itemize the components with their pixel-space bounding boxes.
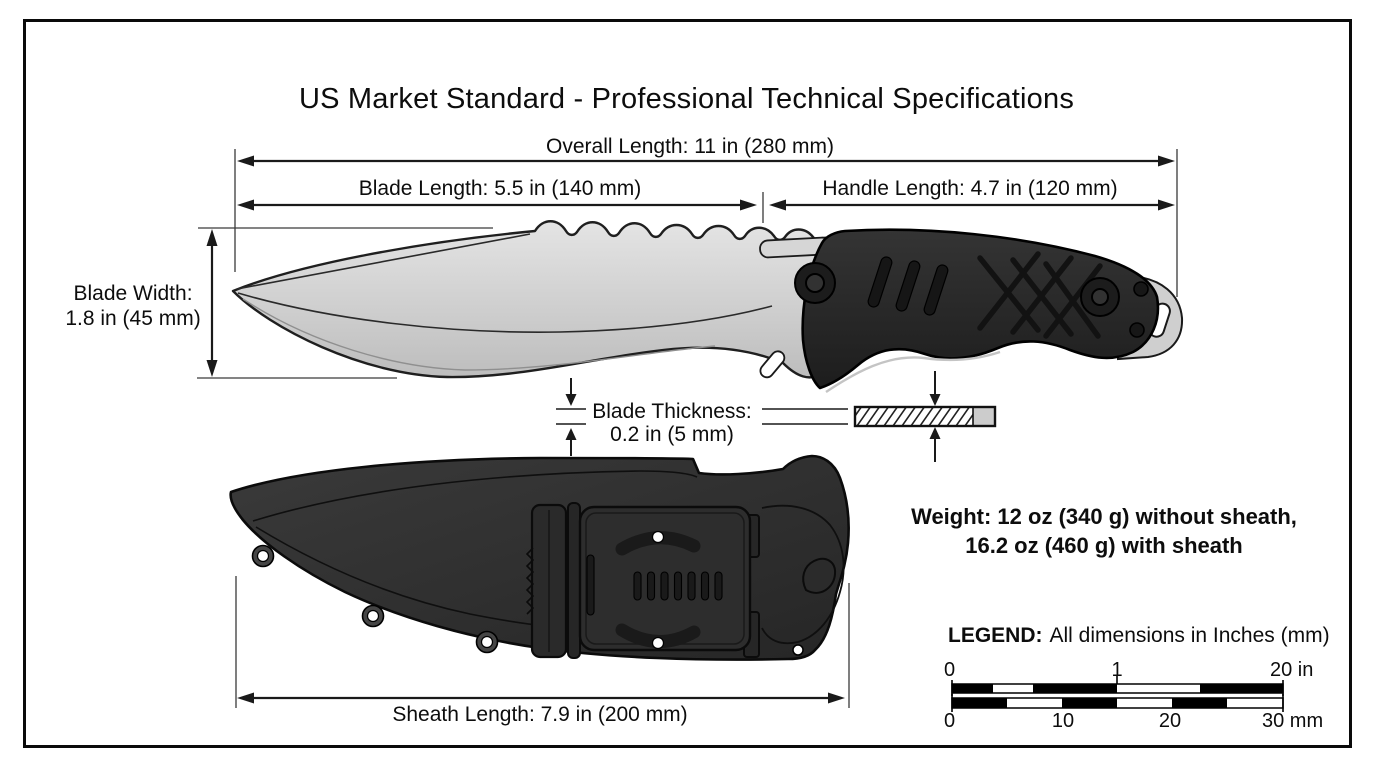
blade — [231, 220, 847, 379]
overall-length-label: Overall Length: 11 in (280 mm) — [546, 135, 834, 158]
blade-thickness-line1: Blade Thickness: — [592, 400, 752, 423]
blade-width-line1: Blade Width: — [73, 282, 193, 305]
sheath-drain-detail — [802, 557, 837, 594]
edge-bevel-line — [242, 298, 716, 371]
sheath-corner-hole — [792, 644, 804, 656]
mm-scale-tick-2: 20 — [1158, 710, 1182, 732]
handle-grip-grooves — [867, 256, 949, 316]
plate-vent-slots — [633, 571, 723, 601]
weight-note: Weight: 12 oz (340 g) without sheath, 16… — [903, 502, 1305, 560]
inch-scale-tick-1: 1 — [1111, 659, 1123, 681]
tang-edge-highlight — [825, 350, 1001, 393]
sheath-length-label: Sheath Length: 7.9 in (200 mm) — [392, 703, 688, 726]
belt-clip-assembly — [525, 502, 760, 659]
mm-scale-tick-0: 0 — [944, 710, 956, 732]
inch-scale-tick-0: 0 — [944, 659, 956, 681]
knife-illustration — [231, 220, 1184, 393]
blade-thickness-line2: 0.2 in (5 mm) — [610, 423, 734, 446]
sheath-spine-crease — [252, 470, 698, 522]
mm-scale-tick-1: 10 — [1051, 710, 1075, 732]
sheath-length-dimension — [237, 692, 845, 704]
blade-width-dimension — [206, 229, 218, 377]
weight-line2: 16.2 oz (460 g) with sheath — [965, 533, 1243, 558]
grind-line — [237, 292, 773, 333]
scale-bar-mm — [951, 694, 1284, 712]
weight-line1: Weight: 12 oz (340 g) without sheath, — [911, 504, 1297, 529]
diagram-title: US Market Standard - Professional Techni… — [298, 83, 1075, 115]
handle-length-dimension — [769, 199, 1175, 211]
mm-scale-tick-3: 30 mm — [1262, 710, 1324, 732]
choil-slot — [759, 350, 786, 379]
blade-length-dimension — [237, 199, 757, 211]
legend-text: All dimensions in Inches (mm) — [1049, 624, 1330, 647]
handle-length-label: Handle Length: 4.7 in (120 mm) — [822, 177, 1118, 200]
inch-scale-tick-2: 20 in — [1270, 659, 1314, 681]
strap-teeth — [525, 547, 535, 615]
blade-thickness-label: Blade Thickness: 0.2 in (5 mm) — [572, 400, 772, 446]
cross-section-hatching — [856, 408, 973, 425]
handle-crosshatch-texture — [977, 251, 1103, 339]
diagram-border — [23, 19, 1352, 748]
sheath-eyelets — [251, 544, 499, 654]
blade-width-label: Blade Width: 1.8 in (45 mm) — [38, 281, 228, 331]
overall-length-dimension — [237, 155, 1175, 167]
sheath-mouth-outline — [761, 504, 845, 645]
blade-thickness-dimension — [556, 371, 941, 462]
swedge-line — [236, 233, 531, 290]
blade-cross-section — [853, 405, 997, 428]
sheath-illustration — [229, 454, 850, 661]
legend-note: LEGEND: All dimensions in Inches (mm) — [948, 624, 1330, 648]
plate-side-slot — [586, 554, 595, 616]
legend-label: LEGEND: — [948, 624, 1043, 647]
handle-bolts — [794, 262, 1149, 338]
dimension-lines — [197, 149, 1178, 708]
blade-length-label: Blade Length: 5.5 in (140 mm) — [358, 177, 642, 200]
blade-width-line2: 1.8 in (45 mm) — [65, 307, 201, 330]
scale-bar-inches — [951, 676, 1284, 696]
handle — [794, 228, 1160, 393]
